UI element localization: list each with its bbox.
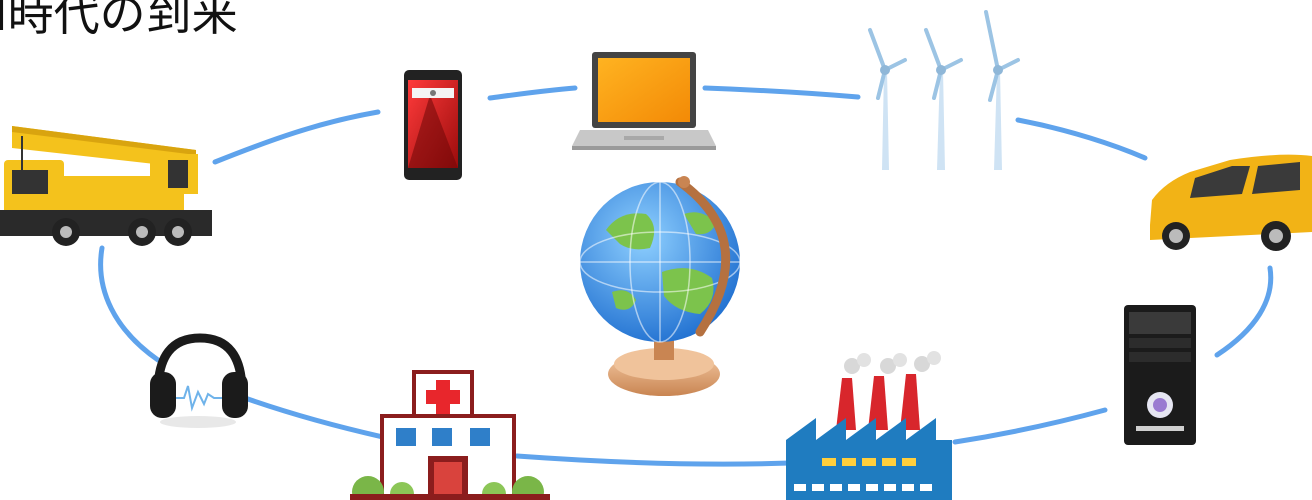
ring-segment	[212, 109, 381, 165]
globe-icon	[579, 176, 741, 396]
ring-segment	[98, 245, 161, 363]
ring-segment	[514, 453, 793, 467]
ring-segment	[487, 85, 578, 101]
headphones-icon	[150, 333, 248, 428]
wind-turbines-icon	[868, 10, 1020, 170]
page-title: I時代の到来	[0, 0, 238, 41]
factory-icon	[786, 351, 952, 500]
ring-segment	[242, 395, 386, 440]
ring-segment	[1214, 265, 1274, 358]
crane-truck-icon	[0, 126, 212, 246]
smartphone-icon	[404, 70, 462, 180]
laptop-icon	[572, 52, 716, 150]
connection-ring	[98, 85, 1274, 467]
ring-segment	[1015, 117, 1148, 161]
ring-segment	[952, 407, 1108, 445]
ring-segment	[702, 85, 861, 100]
hospital-icon	[350, 370, 550, 500]
car-icon	[1150, 154, 1312, 251]
desktop-computer-icon	[1124, 305, 1196, 445]
